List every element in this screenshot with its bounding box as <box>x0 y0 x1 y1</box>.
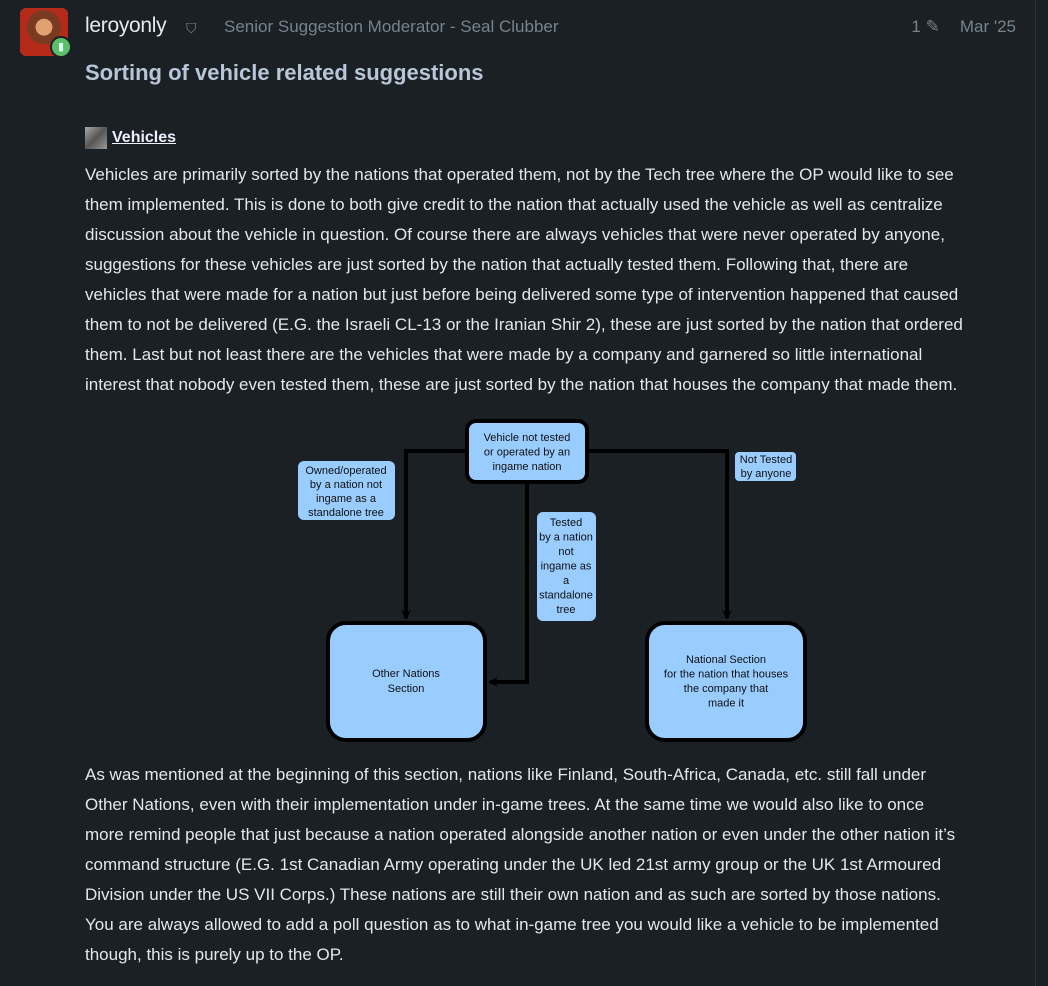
text-line: Vehicles are primarily sorted by the nat… <box>85 165 954 184</box>
diagram-text-box-right: the company that <box>684 683 768 695</box>
text-line: more remind people that just because a n… <box>85 825 956 844</box>
label-middle-bg <box>537 512 596 621</box>
diagram-text-label-middle: a <box>563 575 570 587</box>
diagram-text-box-right: for the nation that houses <box>664 669 789 681</box>
text-line: interest that nobody even tested them, t… <box>85 375 958 394</box>
arrow-right <box>587 449 732 620</box>
tank-icon <box>85 127 107 149</box>
diagram-text-label-left: Owned/operated <box>305 465 386 477</box>
diagram-text-box-left: Other Nations <box>372 668 440 680</box>
arrow-middle <box>488 482 529 687</box>
vehicles-link[interactable]: Vehicles <box>112 129 177 146</box>
post-heading: Sorting of vehicle related suggestions <box>85 60 484 85</box>
label-right-bg <box>735 452 796 481</box>
box-national-section <box>645 621 807 742</box>
arrow-left <box>401 449 467 620</box>
shield-icon: ⛉ <box>186 20 197 36</box>
diagram-text-label-middle: ingame as <box>541 561 592 573</box>
diagram-text-label-left: standalone tree <box>308 507 384 519</box>
user-title: Senior Suggestion Moderator - Seal Clubb… <box>224 17 559 36</box>
text-line: Division under the US VII Corps.) These … <box>85 885 941 904</box>
text-line: vehicles that were made for a nation but… <box>85 285 959 304</box>
diagram-text-top: Vehicle not tested <box>484 432 571 444</box>
text-line: command structure (E.G. 1st Canadian Arm… <box>85 855 942 874</box>
text-line: them implemented. This is done to both g… <box>85 195 943 214</box>
diagram-text-box-right: National Section <box>686 654 766 666</box>
diagram-text-label-right: by anyone <box>741 468 792 480</box>
box-top <box>465 419 589 484</box>
box-other-nations <box>326 621 487 742</box>
text-line: discussion about the vehicle in question… <box>85 225 945 244</box>
edit-history-button[interactable]: 1 ✎ <box>911 17 940 36</box>
text-line: though, this is purely up to the OP. <box>85 945 344 964</box>
diagram-text-label-middle: not <box>558 546 573 558</box>
diagram-text-top: ingame nation <box>492 461 561 473</box>
text-line: them to not be delivered (E.G. the Israe… <box>85 315 963 334</box>
diagram-text-label-middle: tree <box>557 604 576 616</box>
paragraph-1: Vehicles are primarily sorted by the nat… <box>85 160 963 400</box>
post-date[interactable]: Mar '25 <box>959 17 1016 36</box>
text-line: them. Last but not least there are the v… <box>85 345 923 364</box>
paragraph-2: As was mentioned at the beginning of thi… <box>85 760 955 970</box>
text-line: Other Nations, even with their implement… <box>85 795 925 814</box>
diagram-text-label-middle: by a nation <box>539 532 593 544</box>
section-vehicles: Vehicles <box>85 127 176 149</box>
scroll-divider <box>1035 0 1036 986</box>
post-meta: 1 ✎ Mar '25 <box>891 17 1016 37</box>
text-line: As was mentioned at the beginning of thi… <box>85 765 927 784</box>
diagram-text-box-right: made it <box>708 698 744 710</box>
diagram-text-label-left: by a nation not <box>310 479 382 491</box>
diagram-text-label-middle: Tested <box>550 517 582 529</box>
text-line: You are always allowed to add a poll que… <box>85 915 939 934</box>
diagram-text-label-left: ingame as a <box>316 493 377 505</box>
book-badge-icon: ▮ <box>50 36 72 58</box>
text-line: suggestions for these vehicles are just … <box>85 255 909 274</box>
diagram-text-label-middle: standalone <box>539 590 593 602</box>
diagram-text-top: or operated by an <box>484 447 570 459</box>
username[interactable]: leroyonly <box>85 14 167 37</box>
diagram-text-box-left: Section <box>388 683 425 695</box>
label-left-bg <box>298 461 395 520</box>
diagram-text-label-right: Not Tested <box>740 454 792 466</box>
